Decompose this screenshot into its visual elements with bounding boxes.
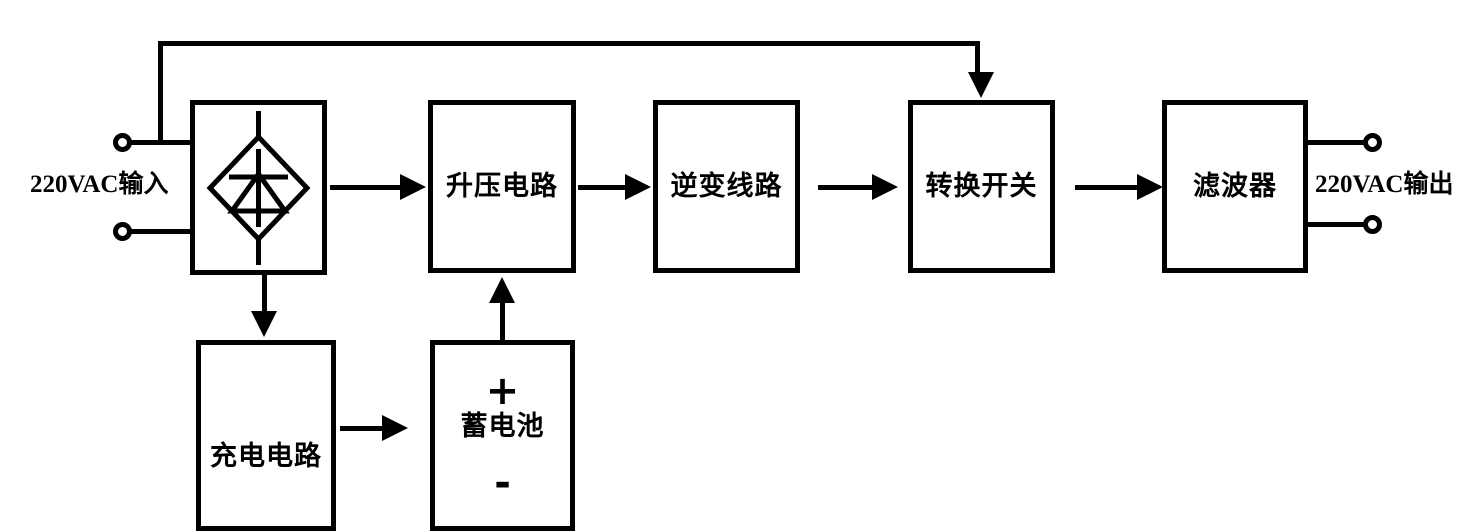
- wire-transfer-switch-to-filter: [1075, 185, 1143, 190]
- bypass-wire-horizontal-top: [158, 41, 980, 46]
- wire-boost-to-inverter: [578, 185, 633, 190]
- arrow-rectifier-to-charger: [251, 311, 277, 337]
- battery-positive-symbol: +: [485, 368, 520, 414]
- output-terminal-bottom: [1363, 215, 1382, 234]
- arrow-boost-to-inverter: [625, 174, 651, 200]
- block-battery[interactable]: + 蓄电池 -: [430, 340, 575, 531]
- input-voltage-label: 220VAC输入: [30, 171, 169, 198]
- output-wire-top: [1305, 140, 1371, 145]
- arrow-transfer-switch-to-filter: [1137, 174, 1163, 200]
- block-filter-label: 滤波器: [1193, 171, 1277, 202]
- output-terminal-top: [1363, 133, 1382, 152]
- wire-charger-to-battery: [340, 426, 390, 431]
- block-charging-circuit[interactable]: 充电电路: [196, 340, 336, 531]
- arrow-battery-to-boost: [489, 277, 515, 303]
- block-inverter-circuit[interactable]: 逆变线路: [653, 100, 800, 273]
- block-battery-label: 蓄电池: [460, 411, 545, 442]
- wire-rectifier-to-boost: [330, 185, 404, 190]
- input-wire-top: [128, 140, 194, 145]
- block-rectifier[interactable]: [190, 100, 327, 275]
- wire-rectifier-to-charger: [262, 275, 267, 315]
- bypass-wire-vertical-right: [975, 41, 980, 79]
- bypass-arrow-into-transfer-switch: [968, 72, 994, 98]
- battery-negative-symbol: -: [494, 460, 511, 506]
- block-charging-circuit-label: 充电电路: [210, 441, 322, 472]
- arrow-charger-to-battery: [382, 415, 408, 441]
- block-boost-circuit-label: 升压电路: [446, 171, 558, 202]
- block-transfer-switch-label: 转换开关: [925, 171, 1038, 202]
- block-transfer-switch[interactable]: 转换开关: [908, 100, 1055, 273]
- block-inverter-circuit-label: 逆变线路: [670, 171, 783, 202]
- rectifier-diode-symbol: [206, 111, 311, 265]
- output-voltage-label: 220VAC输出: [1315, 171, 1454, 198]
- block-filter[interactable]: 滤波器: [1162, 100, 1308, 273]
- output-wire-bottom: [1305, 222, 1371, 227]
- block-boost-circuit[interactable]: 升压电路: [428, 100, 576, 273]
- arrow-inverter-to-transfer-switch: [872, 174, 898, 200]
- bypass-wire-vertical-left: [158, 41, 163, 145]
- wire-battery-to-boost: [500, 300, 505, 340]
- arrow-rectifier-to-boost: [400, 174, 426, 200]
- input-wire-bottom: [128, 229, 194, 234]
- wire-inverter-to-transfer-switch: [818, 185, 878, 190]
